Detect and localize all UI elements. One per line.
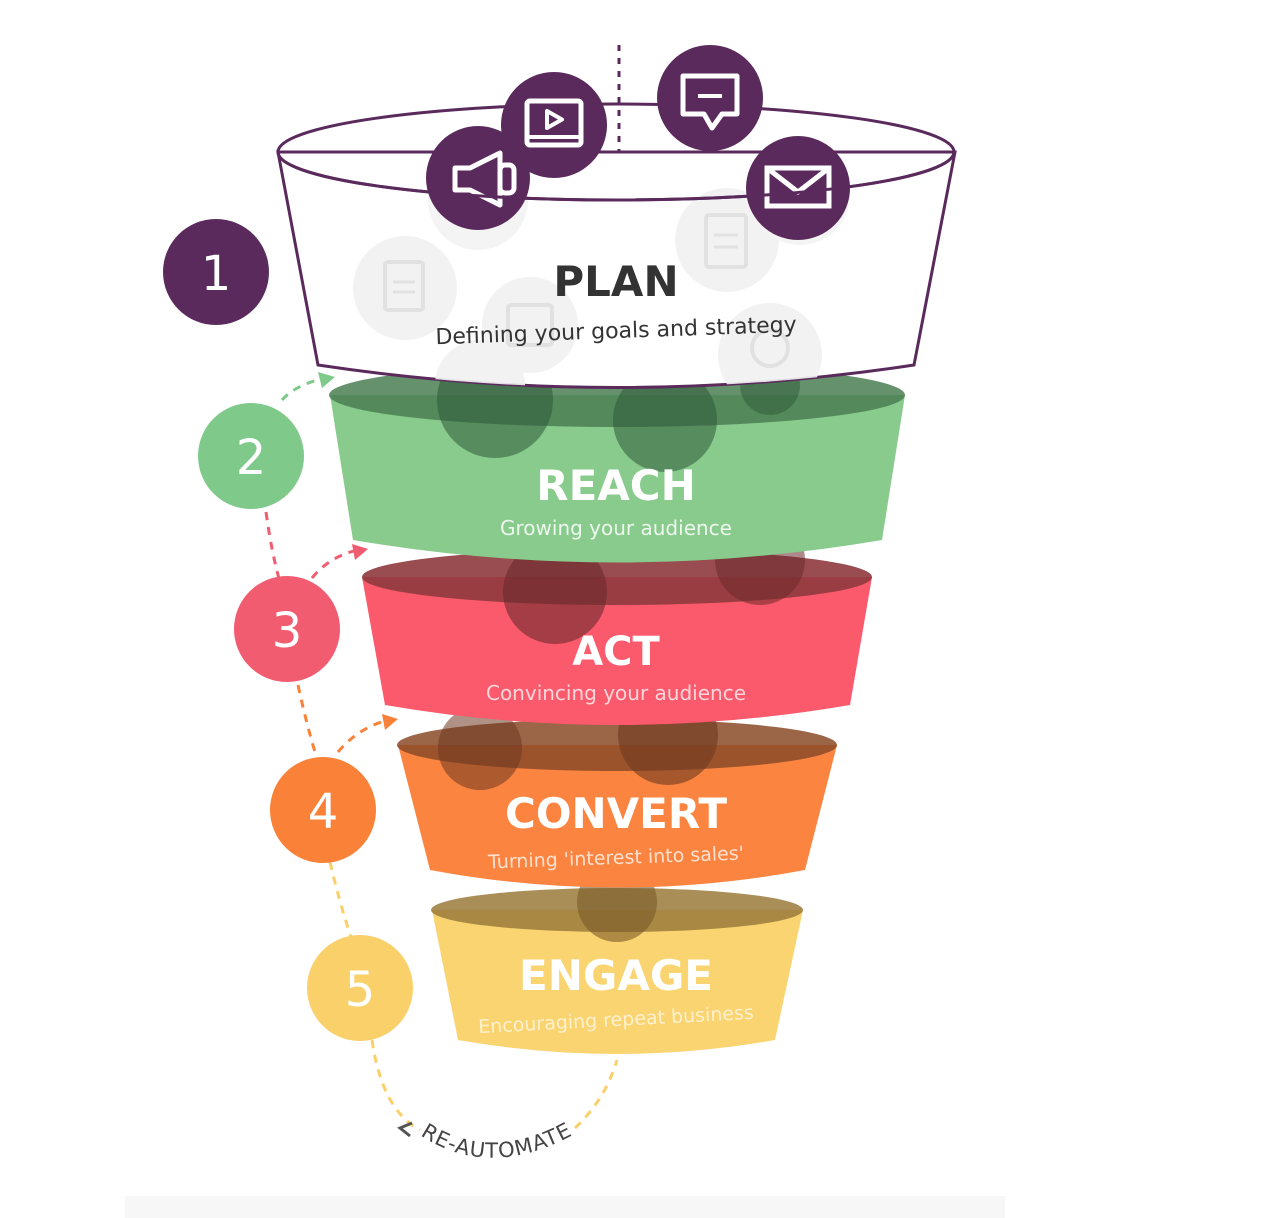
stage-number-1: 1 <box>163 219 269 325</box>
stage-title-engage: ENGAGE <box>519 951 713 1000</box>
stage-number-2: 2 <box>198 403 304 509</box>
stage-title-convert: CONVERT <box>505 789 727 838</box>
stage-5-text: ENGAGE Encouraging repeat business <box>478 951 755 1038</box>
re-automate-loop <box>370 1039 619 1138</box>
bottom-fade <box>125 1196 1005 1218</box>
stage-subtitle-reach: Growing your audience <box>500 516 732 540</box>
re-automate-label-text: RE-AUTOMATE <box>417 1118 574 1163</box>
stage-number-5-label: 5 <box>345 962 376 1018</box>
stage-title-act: ACT <box>572 629 660 675</box>
chat-bubble-icon <box>657 45 763 151</box>
stage-number-1-label: 1 <box>201 246 232 302</box>
stage-2-text: REACH Growing your audience <box>500 461 732 540</box>
stage-number-5: 5 <box>307 935 413 1041</box>
stage-number-2-label: 2 <box>236 430 267 486</box>
stage-number-3: 3 <box>234 576 340 682</box>
connector-3-to-4 <box>296 684 317 753</box>
connector-3-to-reach <box>310 544 368 579</box>
video-player-icon <box>501 72 607 178</box>
stage-4-text: CONVERT Turning 'interest into sales' <box>487 789 745 873</box>
funnel-band-convert <box>397 685 837 888</box>
connector-4-to-act <box>336 714 398 753</box>
re-automate-label: RE-AUTOMATE <box>417 1118 575 1163</box>
connector-2-to-plan <box>280 372 335 402</box>
stage-3-text: ACT Convincing your audience <box>486 629 746 705</box>
stage-number-4: 4 <box>270 757 376 863</box>
stage-number-4-label: 4 <box>308 784 339 840</box>
stage-subtitle-act: Convincing your audience <box>486 681 746 705</box>
funnel-band-reach <box>329 342 905 563</box>
stage-title-reach: REACH <box>536 461 696 510</box>
connector-2-to-3 <box>264 511 282 583</box>
funnel-band-engage <box>431 862 803 1054</box>
envelope-icon <box>746 136 850 240</box>
stage-number-3-label: 3 <box>272 603 303 659</box>
stage-title-plan: PLAN <box>553 257 678 306</box>
megaphone-icon <box>426 126 530 230</box>
connector-4-to-5 <box>328 861 354 941</box>
document-icon <box>353 236 457 340</box>
